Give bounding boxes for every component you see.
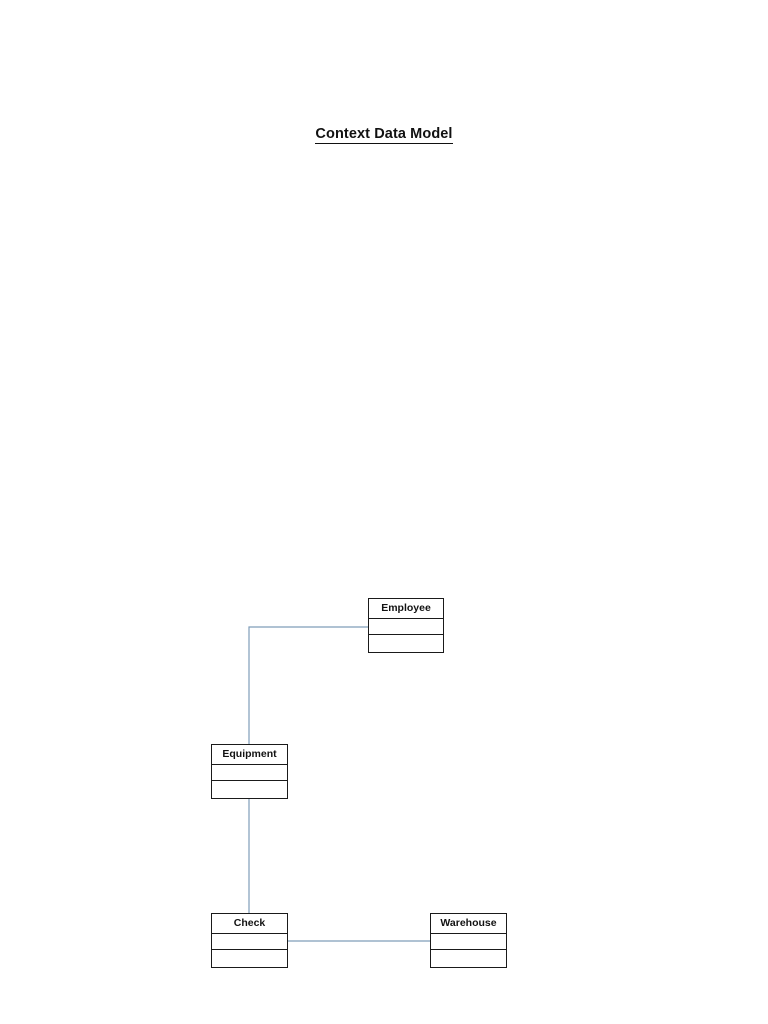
entity-employee-attribute-row-1 — [369, 619, 443, 636]
entity-warehouse-attribute-row-1 — [431, 934, 506, 951]
entity-equipment-attribute-row-1 — [212, 765, 287, 782]
entity-check-title: Check — [212, 914, 287, 934]
page-title-text: Context Data Model — [315, 126, 453, 144]
entity-equipment[interactable]: Equipment — [211, 744, 288, 799]
entity-check[interactable]: Check — [211, 913, 288, 968]
entity-employee-attribute-row-2 — [369, 635, 443, 652]
page-title: Context Data Model — [0, 126, 768, 144]
entity-warehouse-title: Warehouse — [431, 914, 506, 934]
entity-check-attribute-row-2 — [212, 950, 287, 967]
entity-warehouse-attribute-row-2 — [431, 950, 506, 967]
entity-warehouse[interactable]: Warehouse — [430, 913, 507, 968]
entity-equipment-attribute-row-2 — [212, 781, 287, 798]
entity-employee-title: Employee — [369, 599, 443, 619]
entity-employee[interactable]: Employee — [368, 598, 444, 653]
entity-check-attribute-row-1 — [212, 934, 287, 951]
entity-equipment-title: Equipment — [212, 745, 287, 765]
connector-employee-equipment — [248, 626, 368, 744]
